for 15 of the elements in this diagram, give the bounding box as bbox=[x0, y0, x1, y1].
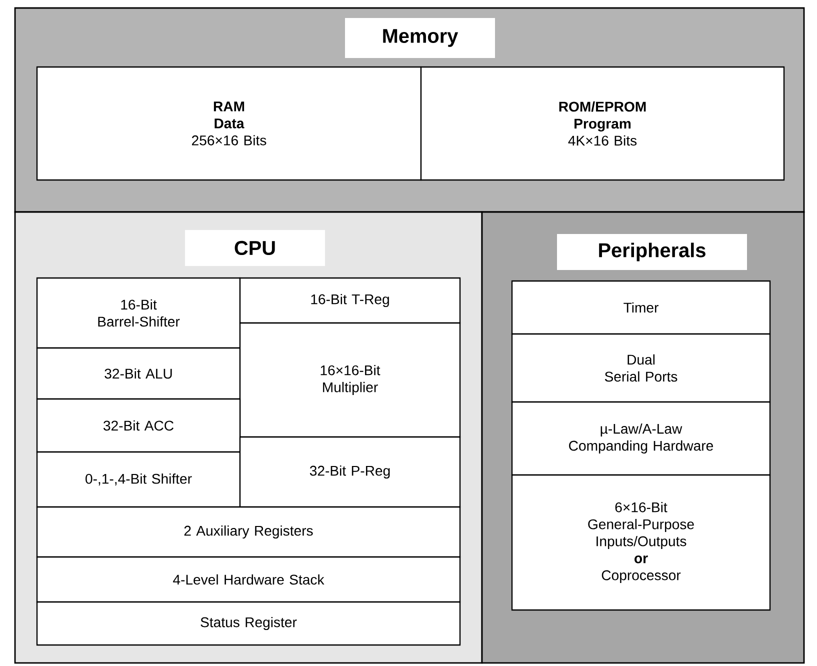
block-cell: µ-Law/A-Law Companding Hardware bbox=[511, 401, 771, 476]
block-cell: RAM Data 256×16 Bits bbox=[36, 66, 422, 181]
block-cell: 32-Bit P-Reg bbox=[239, 436, 461, 508]
block-cell: 32-Bit ACC bbox=[36, 398, 241, 453]
block-cell: 32-Bit ALU bbox=[36, 347, 241, 400]
block-cell: 16-Bit T-Reg bbox=[239, 277, 461, 324]
block-cell: 2 Auxiliary Registers bbox=[36, 506, 461, 558]
block-cell: 16-Bit Barrel-Shifter bbox=[36, 277, 241, 349]
block-cell: 6×16-Bit General-Purpose Inputs/Outputs or Coprocessor bbox=[511, 474, 771, 611]
block-cell: 0-,1-,4-Bit Shifter bbox=[36, 451, 241, 508]
block-cell: Status Register bbox=[36, 601, 461, 646]
block-cell: Timer bbox=[511, 280, 771, 335]
block-cell: 4-Level Hardware Stack bbox=[36, 556, 461, 603]
block-cell: ROM/EPROM Program 4K×16 Bits bbox=[420, 66, 785, 181]
block-cell: Dual Serial Ports bbox=[511, 333, 771, 403]
